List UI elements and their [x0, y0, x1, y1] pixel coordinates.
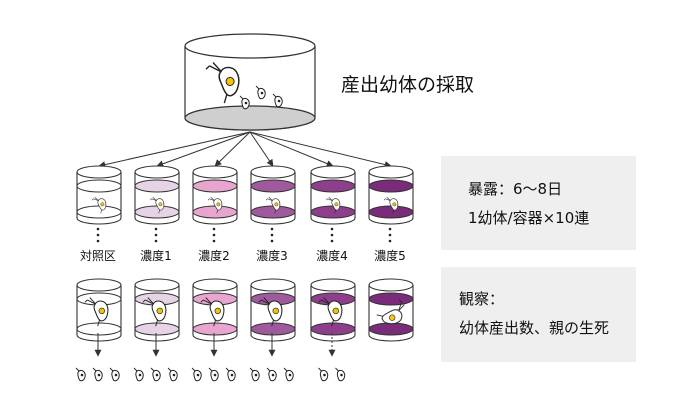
exposure-info-box: 暴露：6～8日 1幼体/容器×10連	[441, 156, 636, 250]
daphnia-juvenile	[207, 197, 223, 214]
ellipsis-dot	[388, 227, 392, 231]
observation-beaker	[250, 278, 296, 342]
exposure-duration-text: 暴露：6～8日	[468, 180, 563, 198]
neonate	[75, 367, 86, 382]
neonate	[191, 367, 202, 382]
neonate	[272, 93, 283, 108]
observation-heading-text: 観察：	[459, 290, 505, 308]
ellipsis-dot	[388, 233, 392, 237]
neonate	[109, 367, 120, 382]
neonate	[335, 367, 346, 382]
source-container	[184, 33, 316, 131]
diagram-title: 産出幼体の採取	[341, 74, 475, 96]
ellipsis-dot	[154, 239, 158, 243]
adult-daphnia	[84, 297, 109, 327]
neonate	[283, 367, 294, 382]
group-label: 濃度3	[256, 248, 288, 263]
group-label: 対照区	[80, 249, 116, 263]
ellipsis-dot	[330, 239, 334, 243]
daphnia-juvenile	[265, 197, 281, 214]
observation-row	[76, 278, 414, 342]
daphnia-juvenile	[149, 197, 165, 214]
ellipsis-dot	[96, 227, 100, 231]
exposure-beaker	[250, 165, 296, 225]
adult-daphnia	[200, 297, 225, 327]
neonate	[133, 367, 144, 382]
observation-beaker	[76, 278, 122, 342]
neonate	[318, 367, 329, 382]
neonate	[225, 367, 236, 382]
group-label: 濃度2	[198, 248, 230, 263]
distribution-arrow	[249, 131, 274, 167]
neonate	[167, 367, 178, 382]
neonate	[208, 367, 219, 382]
exposure-beaker	[310, 165, 356, 225]
exposure-replicate-text: 1幼体/容器×10連	[468, 209, 590, 227]
ellipsis-dot	[388, 239, 392, 243]
ellipsis-dot	[270, 239, 274, 243]
exposure-row: 対照区 濃度1 濃度2 濃度3 濃度4 濃度5	[76, 165, 414, 263]
ellipsis-dot	[330, 233, 334, 237]
neonate	[150, 367, 161, 382]
exposure-beaker	[192, 165, 238, 225]
group-label: 濃度5	[374, 248, 406, 263]
ellipsis-dot	[270, 233, 274, 237]
ellipsis-dot	[212, 239, 216, 243]
observation-beaker	[134, 278, 180, 342]
ellipsis-dot	[96, 233, 100, 237]
ellipsis-dot	[330, 227, 334, 231]
ellipsis-dot	[154, 227, 158, 231]
adult-daphnia	[318, 297, 343, 327]
ellipsis-dot	[212, 233, 216, 237]
distribution-arrows	[98, 131, 392, 169]
daphnia-juvenile	[383, 197, 399, 214]
ellipsis-dot	[212, 227, 216, 231]
adult-daphnia	[205, 62, 240, 104]
observation-items-text: 幼体産出数、親の生死	[459, 319, 610, 337]
ellipsis-dot	[154, 233, 158, 237]
distribution-arrow	[249, 131, 392, 168]
neonate	[249, 367, 260, 382]
neonate	[255, 85, 266, 100]
daphnia-juvenile	[91, 197, 107, 214]
distribution-arrow	[156, 131, 251, 168]
exposure-beaker	[76, 165, 122, 225]
observation-info-box: 観察： 幼体産出数、親の生死	[441, 267, 636, 362]
observation-beaker	[368, 278, 414, 342]
distribution-arrow	[249, 131, 334, 167]
adult-daphnia	[142, 297, 167, 327]
ellipsis-dot	[270, 227, 274, 231]
group-label: 濃度4	[316, 248, 348, 263]
distribution-arrow	[214, 131, 251, 167]
neonate	[239, 95, 250, 110]
group-label: 濃度1	[140, 248, 172, 263]
exposure-beaker	[368, 165, 414, 225]
adult-daphnia	[258, 297, 283, 327]
neonate-row	[75, 333, 346, 382]
daphnia-juvenile	[325, 197, 341, 214]
neonate	[92, 367, 103, 382]
ellipsis-dot	[96, 239, 100, 243]
neonate	[266, 367, 277, 382]
distribution-arrow	[98, 131, 251, 169]
exposure-beaker	[134, 165, 180, 225]
observation-beaker	[310, 278, 356, 342]
dead-daphnia	[376, 299, 405, 325]
observation-beaker	[192, 278, 238, 342]
